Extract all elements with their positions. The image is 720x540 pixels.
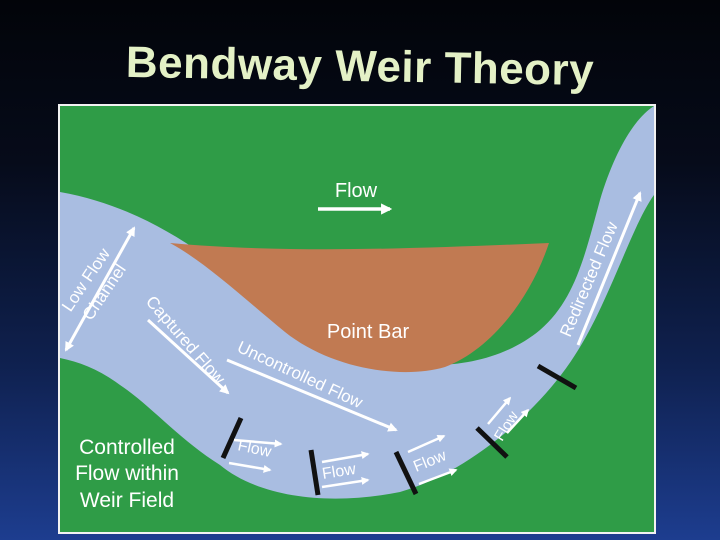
controlled-flow-label-line2: Flow within — [75, 462, 179, 485]
point-bar-label: Point Bar — [327, 321, 410, 343]
controlled-flow-label-line3: Weir Field — [80, 489, 174, 512]
main-flow-label: Flow — [335, 180, 378, 202]
controlled-flow-label-line1: Controlled — [79, 436, 175, 459]
